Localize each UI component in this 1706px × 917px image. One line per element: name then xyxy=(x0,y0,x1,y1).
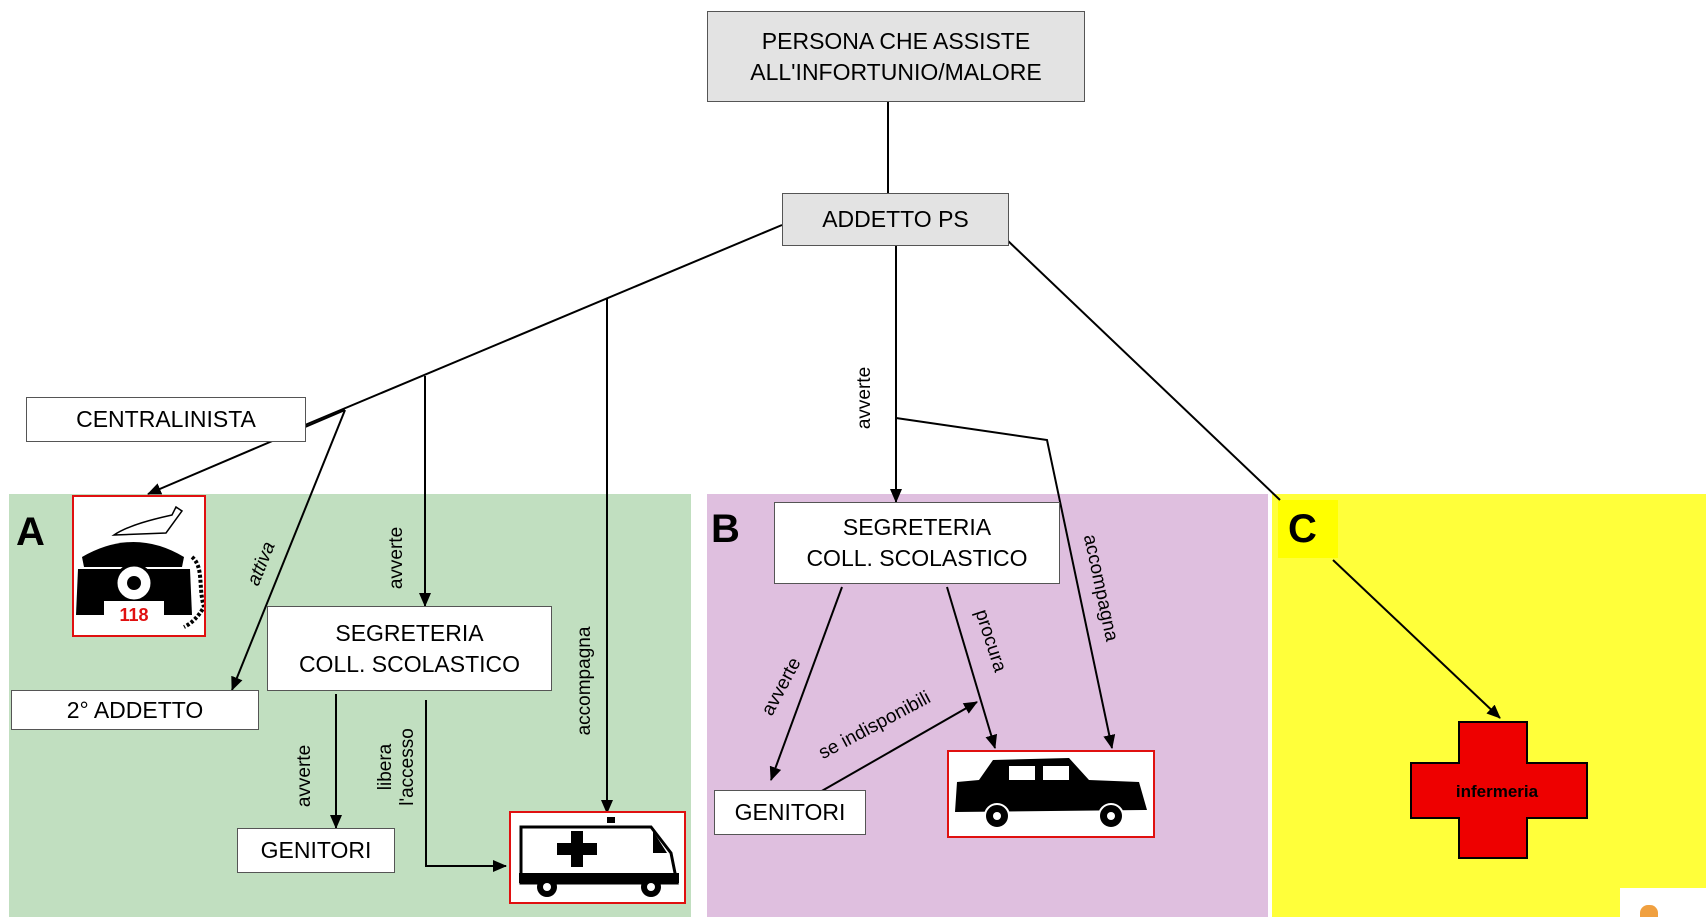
edge-procura xyxy=(946,586,998,749)
segreteria-b-box: SEGRETERIA COLL. SCOLASTICO xyxy=(774,502,1060,584)
edge-to-phone xyxy=(147,409,346,495)
zone-c-letter: C xyxy=(1288,507,1317,551)
edge-libera-accesso xyxy=(425,700,507,872)
edge-accompagna-b xyxy=(895,417,1116,749)
edge-attiva xyxy=(231,409,346,691)
car-image xyxy=(947,750,1155,838)
red-cross-icon: infermeria xyxy=(1410,721,1588,859)
phone-number-label: 118 xyxy=(119,605,148,625)
centralinista-box: CENTRALINISTA xyxy=(26,397,306,442)
label-avverte-a1: avverte xyxy=(386,526,407,590)
addetto-ps-box: ADDETTO PS xyxy=(782,193,1009,246)
label-accompagna-a: accompagna xyxy=(574,626,595,736)
ambulance-icon xyxy=(519,817,679,897)
edge-addetto-left-trunk xyxy=(304,224,783,426)
label-libera-accesso: libera l'accesso xyxy=(375,728,418,806)
car-icon xyxy=(955,758,1147,829)
edge-c-infermeria xyxy=(1332,559,1501,719)
label-avverte-b1: avverte xyxy=(854,366,875,430)
genitori-a-box: GENITORI xyxy=(237,828,395,873)
secondo-addetto-box: 2° ADDETTO xyxy=(11,690,259,730)
zone-b-letter: B xyxy=(711,507,740,551)
zone-c-letter-bg xyxy=(1278,500,1338,558)
telephone-icon: 118 xyxy=(76,505,204,629)
edge-avverte-genitori-b xyxy=(769,586,843,781)
edge-addetto-c xyxy=(1005,238,1281,501)
label-avverte-a2: avverte xyxy=(294,744,315,808)
persona-box: PERSONA CHE ASSISTE ALL'INFORTUNIO/MALOR… xyxy=(707,11,1085,102)
infermeria-label: infermeria xyxy=(1456,782,1539,801)
corner-fragment-mark xyxy=(1640,905,1658,917)
corner-fragment xyxy=(1620,888,1706,917)
genitori-b-box: GENITORI xyxy=(714,790,866,835)
ambulance-image xyxy=(509,811,686,904)
segreteria-a-box: SEGRETERIA COLL. SCOLASTICO xyxy=(267,606,552,691)
telephone-image: 118 xyxy=(72,495,206,637)
zone-a-letter: A xyxy=(16,510,45,554)
edge-se-indisponibili xyxy=(805,701,978,801)
